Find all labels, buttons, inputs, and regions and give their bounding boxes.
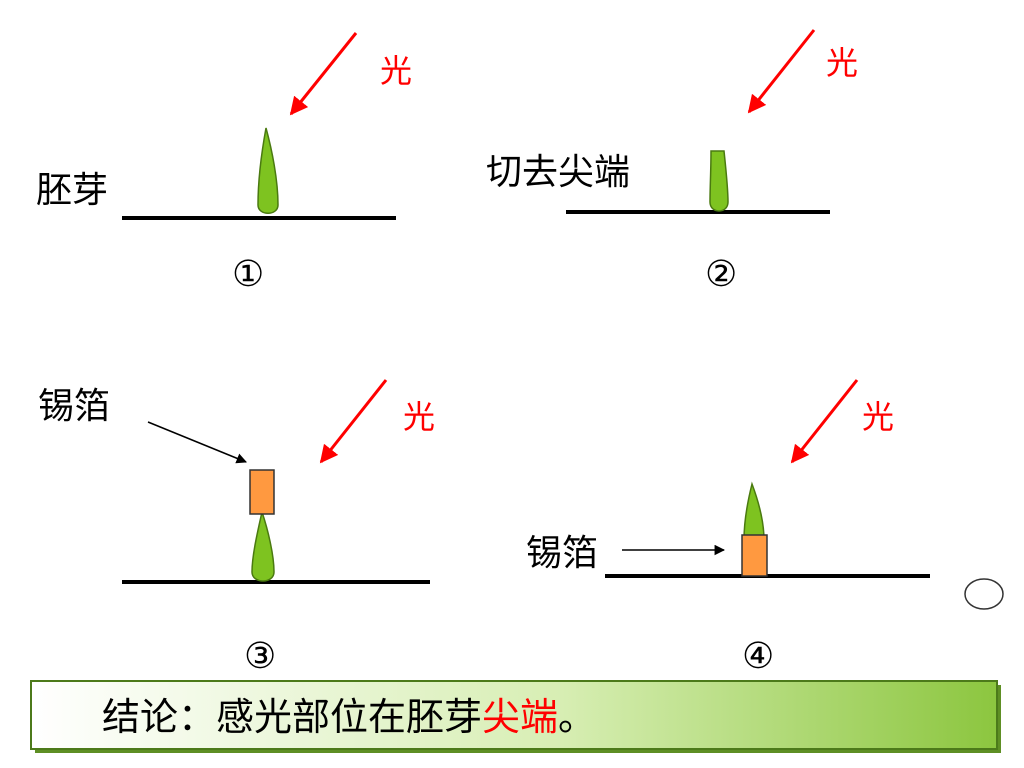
light-arrow-2	[747, 29, 816, 114]
panel-3: 锡箔 光 ③	[38, 379, 435, 677]
conclusion-text: 结论：感光部位在胚芽尖端。	[102, 695, 596, 739]
foil-label-3: 锡箔	[38, 386, 110, 427]
light-label-3: 光	[403, 398, 435, 436]
foil-cap	[249, 469, 275, 515]
banner-box	[30, 680, 998, 750]
panel-number-2: ②	[705, 254, 737, 295]
decapitated-seedling	[709, 150, 729, 212]
light-arrow-3	[319, 379, 388, 464]
foil-pointer-3	[147, 421, 247, 464]
light-label-4: 光	[862, 398, 894, 436]
panel-1: 光 胚芽 ①	[36, 32, 412, 295]
light-arrow-1	[289, 32, 358, 116]
conclusion-prefix: 结论：感光部位在胚芽	[102, 695, 482, 739]
light-label-2: 光	[826, 44, 858, 82]
exposed-tip-seedling	[743, 481, 765, 541]
panel-2: 光 切去尖端 ②	[486, 29, 858, 295]
light-label-1: 光	[380, 52, 412, 90]
panel-4: 光 锡箔 ④	[526, 379, 930, 677]
panel-number-4: ④	[742, 636, 774, 677]
panel-number-3: ③	[244, 636, 276, 677]
cut-tip-label: 切去尖端	[486, 152, 630, 193]
coleoptile-label: 胚芽	[36, 170, 108, 211]
covered-tip-seedling	[251, 509, 275, 582]
panel-number-1: ①	[232, 254, 264, 295]
conclusion-banner: 结论：感光部位在胚芽尖端。	[30, 680, 1001, 753]
decorative-oval	[964, 578, 1004, 610]
conclusion-highlight: 尖端	[482, 695, 558, 739]
foil-sleeve	[741, 534, 768, 577]
foil-label-4: 锡箔	[526, 533, 598, 574]
conclusion-suffix: 。	[558, 695, 596, 739]
light-arrow-4	[790, 379, 859, 464]
intact-seedling	[257, 127, 279, 214]
